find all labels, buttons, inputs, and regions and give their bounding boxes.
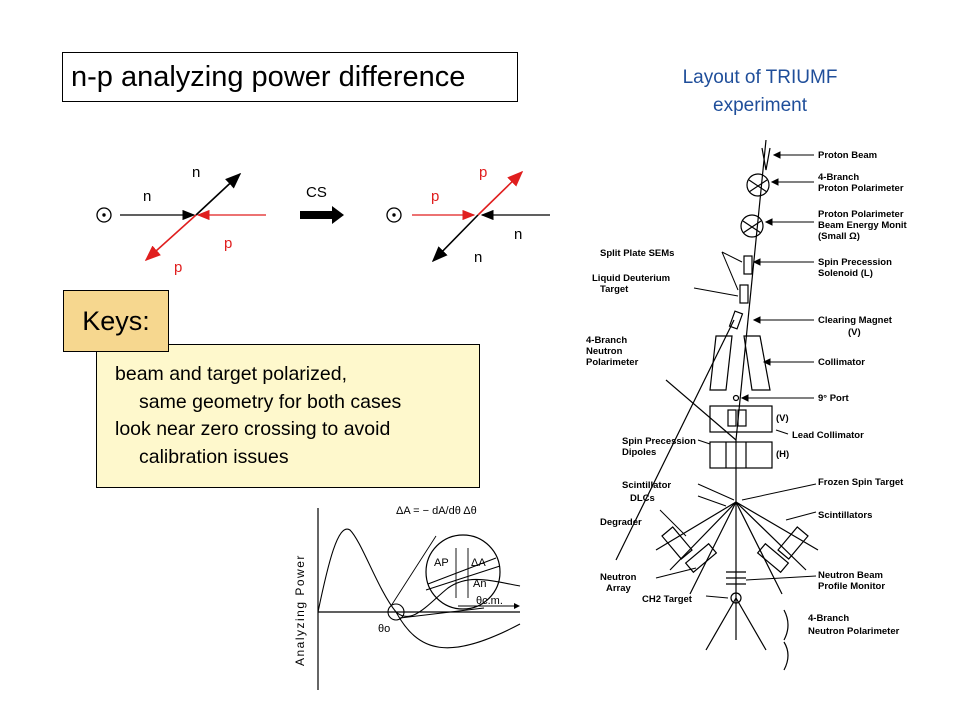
lbl-port: 9° Port — [818, 393, 850, 404]
lbl-h: (H) — [776, 449, 789, 460]
analyzing-power-plot: Analyzing Power AP ΔA An ΔA = − dA/dθ Δθ… — [293, 505, 521, 690]
lbl-scintillators: Scintillators — [818, 510, 872, 521]
lbl-lead-coll: Lead Collimator — [792, 430, 864, 441]
layout-caption: Layout of TRIUMF experiment — [650, 64, 870, 120]
lbl-split-plate: Split Plate SEMs — [600, 248, 674, 259]
note-line-1: beam and target polarized, — [115, 363, 347, 385]
lbl-dlcs: DLCs — [630, 493, 655, 504]
cs-diagram: n n p p CS p p n n — [96, 164, 550, 276]
lbl-ch2: CH2 Target — [642, 594, 693, 605]
lbl-4branch-np: 4-Branch — [808, 613, 849, 624]
spin-up-icon-right — [386, 207, 402, 223]
label-n-in-left: n — [143, 188, 151, 205]
lbl-v: (V) — [848, 327, 861, 338]
zero-crossing-circle — [387, 603, 405, 621]
plot-curve-tail — [395, 611, 521, 649]
lbl-proton-pol-2: Proton Polarimeter — [818, 209, 904, 220]
lbl-spin-prec-dip: Spin Precession — [622, 436, 696, 447]
lbl-clearing-magnet: Clearing Magnet — [818, 315, 893, 326]
label-p-in-right: p — [431, 188, 439, 205]
label-n-out-left: n — [192, 164, 200, 181]
lbl-spin-prec-sol: Spin Precession — [818, 257, 892, 268]
lbl-scintillator: Scintillator — [622, 480, 671, 491]
lbl-neutron: Neutron — [586, 346, 623, 357]
lbl-proton-pol: Proton Polarimeter — [818, 183, 904, 194]
label-n-out-right: n — [474, 249, 482, 266]
label-p-out-right: p — [479, 164, 487, 181]
label-p-in-left: p — [224, 235, 232, 252]
plot-equation: ΔA = − dA/dθ Δθ — [396, 505, 477, 517]
keys-label: Keys: — [63, 290, 169, 352]
cs-arrow-icon — [300, 206, 344, 224]
inset-ap: AP — [434, 557, 449, 569]
lbl-solenoid: Solenoid (L) — [818, 268, 873, 279]
lbl-beam-energy: Beam Energy Monit — [818, 220, 908, 231]
zoom-inset-circle — [425, 534, 501, 610]
lbl-nb-profile: Neutron Beam — [818, 570, 883, 581]
lbl-profile-monitor: Profile Monitor — [818, 581, 885, 592]
inset-an: An — [473, 578, 486, 590]
n-out-left — [195, 172, 242, 216]
layout-caption-line1: Layout of TRIUMF — [682, 67, 838, 88]
note-line-2: same geometry for both cases — [139, 390, 402, 413]
lbl-degrader: Degrader — [600, 517, 642, 528]
n-out-right — [431, 214, 479, 263]
p-out-left — [144, 214, 197, 262]
cs-label: CS — [306, 184, 327, 201]
lbl-4branch-p: 4-Branch — [818, 172, 859, 183]
page-title: n-p analyzing power difference — [62, 52, 518, 102]
plot-curve — [317, 528, 521, 618]
lbl-polarimeter: Polarimeter — [586, 357, 639, 368]
spin-up-icon-left — [96, 207, 112, 223]
triumf-layout: Proton Beam 4-Branch Proton Polarimeter … — [586, 140, 908, 671]
layout-caption-line2: experiment — [713, 95, 807, 116]
lbl-target: Target — [600, 284, 629, 295]
label-n-in-right: n — [514, 226, 522, 243]
lbl-small-omega: (Small Ω) — [818, 231, 860, 242]
plot-theta0: θo — [378, 623, 390, 635]
label-p-out-left: p — [174, 259, 182, 276]
lbl-collimator: Collimator — [818, 357, 865, 368]
lbl-np-pol: Neutron Polarimeter — [808, 626, 900, 637]
note-line-4: calibration issues — [139, 445, 289, 468]
inset-delta-a: ΔA — [471, 557, 486, 569]
lbl-array: Array — [606, 583, 632, 594]
plot-ylabel: Analyzing Power — [293, 554, 307, 666]
lbl-dipoles: Dipoles — [622, 447, 656, 458]
plot-theta-axis: θc.m. — [476, 595, 503, 607]
lbl-v2: (V) — [776, 413, 789, 424]
lbl-proton-beam: Proton Beam — [818, 150, 877, 161]
p-out-right — [477, 170, 524, 216]
lbl-liquid-deut: Liquid Deuterium — [592, 273, 670, 284]
note-line-3: look near zero crossing to avoid — [115, 418, 391, 440]
lbl-frozen-spin: Frozen Spin Target — [818, 477, 904, 488]
lbl-4branch-n: 4-Branch — [586, 335, 627, 346]
notes-box: beam and target polarized, same geometry… — [96, 344, 480, 488]
lbl-neutron-arr: Neutron — [600, 572, 637, 583]
